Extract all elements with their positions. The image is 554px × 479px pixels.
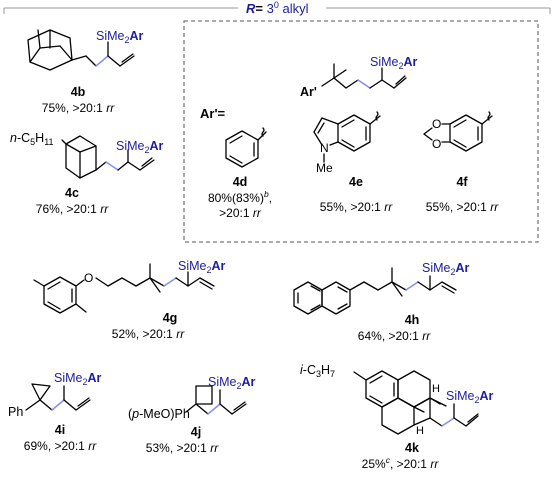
compound-4h-yield: 64%, >20:1 rr <box>358 329 431 343</box>
compound-4c-structure: n-C5H11 SiMe2Ar <box>10 131 164 179</box>
header-bar: R= 30 alkyl <box>3 0 551 16</box>
compound-4d-yield: 80%(83%)b, <box>208 189 272 205</box>
compound-4k-structure: i-C3H7 H H <box>300 363 479 437</box>
compound-4e-methyl: Me <box>316 161 333 175</box>
compound-4g-yield: 52%, >20:1 rr <box>112 327 185 341</box>
compound-4j-structure: (p-MeO)Ph <box>128 385 247 421</box>
compound-4d-structure <box>225 127 267 168</box>
compound-4f-oxygen-bottom: O <box>432 137 441 151</box>
compound-4g-si-label: SiMe2Ar <box>178 259 226 275</box>
compound-4j-id: 4j <box>191 425 201 439</box>
compound-4i-id: 4i <box>55 423 65 437</box>
compound-4k-si-label: SiMe2Ar <box>446 389 494 405</box>
compound-4i-structure: Ph <box>8 383 91 419</box>
compound-4k-yield: 25%c, >20:1 rr <box>362 455 440 471</box>
compound-4k-h-bottom: H <box>416 425 424 437</box>
compound-4k-h-top: H <box>432 383 440 395</box>
compound-4e-id: 4e <box>349 175 363 189</box>
ar-prime-general-structure: Ar' SiMe2Ar <box>300 55 418 99</box>
compound-4k-isopropyl: i-C3H7 <box>300 363 335 379</box>
ar-prime-group-label: Ar' <box>300 85 317 99</box>
compound-4h-si-label: SiMe2Ar <box>422 261 470 277</box>
compound-4d-rr: >20:1 rr <box>219 206 262 220</box>
compound-4i-si-label: SiMe2Ar <box>54 371 102 387</box>
compound-4k-id: 4k <box>405 441 419 455</box>
compound-4c-id: 4c <box>65 186 79 200</box>
compound-4j-aryl: (p-MeO)Ph <box>128 407 190 421</box>
ar-prime-variants-box <box>183 20 539 243</box>
compound-4f-oxygen-top: O <box>432 117 441 131</box>
compound-4d-id: 4d <box>233 175 248 189</box>
compound-4f-id: 4f <box>456 175 468 189</box>
compound-4c-alkyl-label: n-C5H11 <box>10 131 54 147</box>
compound-4f-yield: 55%, >20:1 rr <box>426 200 499 214</box>
ar-prime-si-label: SiMe2Ar <box>370 55 418 71</box>
compound-4b-yield: 75%, >20:1 rr <box>42 101 115 115</box>
compound-4j-si-label: SiMe2Ar <box>208 375 256 391</box>
compound-4g-structure: O <box>33 263 215 314</box>
header-title: R= 30 alkyl <box>246 0 309 16</box>
compound-4b-structure: SiMe2Ar <box>27 29 144 71</box>
compound-4g-id: 4g <box>163 311 178 325</box>
compound-4e-yield: 55%, >20:1 rr <box>320 200 393 214</box>
ar-prime-label: Ar'= <box>200 106 226 121</box>
compound-4i-phenyl: Ph <box>8 405 23 419</box>
compound-4h-structure <box>293 267 457 315</box>
compound-4h-id: 4h <box>405 313 420 327</box>
compound-4e-nitrogen: N <box>320 141 329 155</box>
compound-4c-yield: 76%, >20:1 rr <box>36 202 109 216</box>
compound-4c-si-label: SiMe2Ar <box>116 139 164 155</box>
compound-4g-oxygen: O <box>84 271 93 285</box>
compound-4i-yield: 69%, >20:1 rr <box>24 439 97 453</box>
compound-4b-id: 4b <box>71 85 86 99</box>
compound-4j-yield: 53%, >20:1 rr <box>146 441 219 455</box>
compound-4e-structure: N Me <box>313 111 381 175</box>
compound-4f-structure: O O <box>423 111 493 152</box>
compound-4b-si-label: SiMe2Ar <box>96 29 144 45</box>
